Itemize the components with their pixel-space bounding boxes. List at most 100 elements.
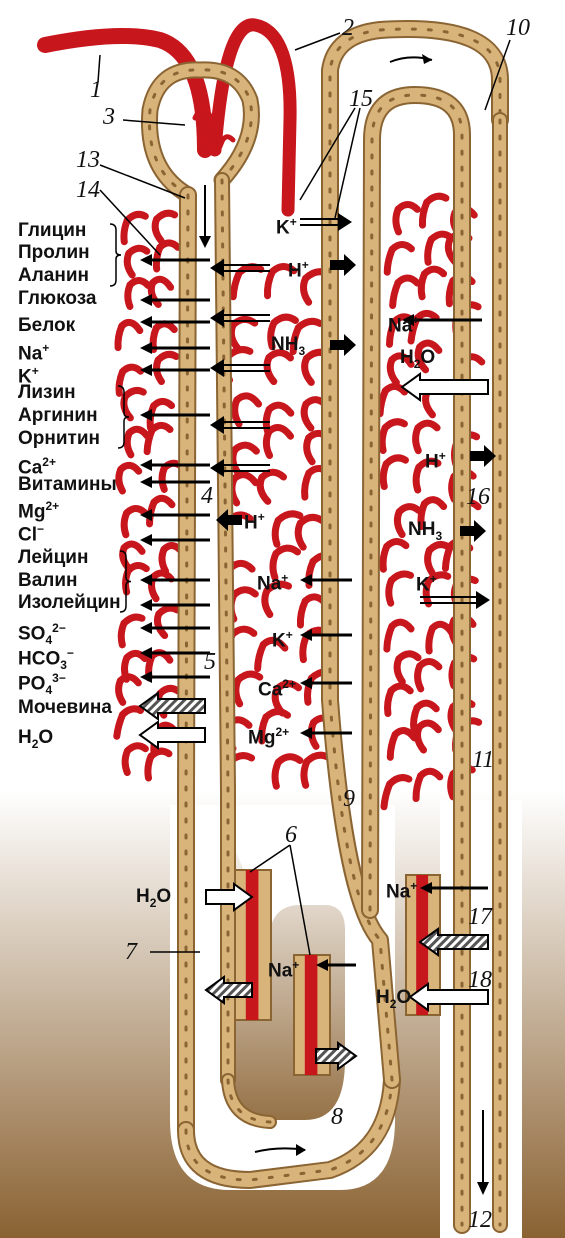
capillary-segment — [303, 636, 307, 660]
label-asc-na-base: Na — [257, 573, 281, 594]
label-glycine: Глицин — [18, 221, 86, 241]
capillary-segment — [119, 372, 122, 394]
capillary-segment — [235, 400, 239, 424]
label-medulla-na-charge: + — [292, 958, 299, 972]
label-asc-na-charge: + — [281, 571, 288, 585]
label-sodium-charge: + — [42, 341, 49, 355]
label-water-left: H2O — [18, 728, 53, 754]
reabsorption-arrow-head — [140, 342, 152, 354]
capillary-segment — [162, 468, 164, 490]
capillary-segment — [236, 680, 240, 704]
label-potassium-charge: + — [32, 364, 39, 378]
capillary-segment — [266, 432, 269, 456]
label-distal-h2o-base: H — [400, 347, 414, 368]
label-distal-na: Na+ — [388, 310, 419, 336]
label-ornithine: Орнитин — [18, 429, 100, 449]
capillary-segment — [397, 659, 402, 682]
reabsorption-arrow-head — [140, 599, 152, 611]
label-chloride-base: Cl — [18, 524, 37, 545]
label-medulla-h2o-tail: O — [156, 886, 171, 907]
label-prox-nh3-base: NH — [271, 334, 298, 355]
label-prox-nh3: NH3 — [271, 335, 305, 361]
capillary-segment — [449, 281, 453, 304]
capillary-segment — [125, 751, 127, 773]
label-water-left-base: H — [18, 727, 32, 748]
capillary-network — [117, 196, 482, 807]
ref-13: 13 — [76, 148, 100, 172]
capillary-segment — [117, 715, 123, 737]
label-distal-h: H+ — [425, 446, 446, 472]
label-asc-ca-base: Ca — [258, 679, 282, 700]
label-asc-ca-charge: 2+ — [282, 677, 296, 691]
ref-12: 12 — [468, 1208, 492, 1232]
capillary-segment — [445, 546, 450, 569]
label-leucine: Лейцин — [18, 548, 88, 568]
label-prox-h-secretion-charge: + — [302, 258, 309, 272]
label-sulfate-base: SO — [18, 623, 45, 644]
capillary-segment — [451, 774, 453, 797]
capillary-segment — [260, 477, 268, 501]
capillary-segment — [231, 325, 238, 349]
capillary-segment — [421, 274, 424, 297]
capillary-segment — [300, 601, 305, 625]
label-medulla-na: Na+ — [268, 955, 299, 981]
capillary-segment — [267, 272, 272, 296]
capillary-segment — [396, 209, 399, 232]
label-asc-k: K+ — [272, 625, 293, 651]
reabsorption-arrow-head — [140, 574, 152, 586]
label-phosphate-base: PO — [18, 673, 45, 694]
ref-7: 7 — [125, 940, 137, 964]
capillary-segment — [147, 430, 152, 452]
label-asc-k-charge: + — [286, 628, 293, 642]
label-prox-h-base: H — [244, 512, 258, 533]
capillary-segment — [275, 520, 278, 544]
capillary-segment — [305, 358, 312, 382]
capillary-segment — [383, 546, 387, 569]
ref-3: 3 — [103, 105, 115, 129]
label-distal-h2o: H2O — [400, 348, 435, 374]
reabsorption-arrow-head — [140, 476, 152, 488]
label-sulfate-charge: 2− — [52, 621, 66, 635]
label-prox-k: K+ — [276, 212, 297, 238]
capillary-segment — [426, 392, 433, 415]
label-collecting-na: Na+ — [386, 876, 417, 902]
label-bicarbonate-charge: − — [67, 646, 74, 660]
label-distal-na-charge: + — [412, 313, 419, 327]
ascending-reabsorption-arrow-head — [300, 727, 312, 739]
capillary-segment — [387, 626, 392, 649]
label-asc-na: Na+ — [257, 568, 288, 594]
label-prox-h-secretion: H+ — [288, 255, 309, 281]
reabsorption-arrow-head — [140, 534, 152, 546]
capillary-segment — [127, 253, 132, 275]
label-distal-na-base: Na — [388, 315, 412, 336]
capillary-segment — [124, 513, 126, 535]
afferent-arteriole — [45, 36, 205, 150]
reabsorption-arrow-head — [140, 459, 152, 471]
capillary-segment — [428, 240, 432, 263]
capillary-segment — [416, 467, 419, 490]
reabsorption-arrow-head — [140, 254, 152, 266]
leader-14 — [100, 190, 160, 255]
label-prox-nh3-sub: 3 — [298, 344, 305, 358]
capillary-segment — [304, 404, 311, 428]
label-asc-k-base: K — [272, 630, 286, 651]
ref-9: 9 — [343, 787, 355, 811]
label-lysine: Лизин — [18, 383, 76, 403]
label-phosphate-sub: 4 — [45, 683, 52, 697]
label-urea: Мочевина — [18, 698, 112, 718]
reabsorption-arrow-head — [140, 294, 152, 306]
capillary-segment — [119, 469, 123, 491]
label-calcium-charge: 2+ — [42, 455, 56, 469]
label-distal-k: K+ — [416, 569, 437, 595]
label-chloride: Cl− — [18, 519, 44, 545]
label-distal-h-base: H — [425, 451, 439, 472]
label-prox-k-charge: + — [290, 215, 297, 229]
label-distal-h2o-tail: O — [420, 347, 435, 368]
capillary-segment — [119, 681, 123, 703]
distal-k-arrow-head — [476, 591, 490, 609]
label-arginine: Аргинин — [18, 406, 98, 426]
capillary-segment — [397, 512, 402, 535]
label-prox-k-base: K — [276, 217, 290, 238]
ref-11: 11 — [472, 748, 494, 772]
